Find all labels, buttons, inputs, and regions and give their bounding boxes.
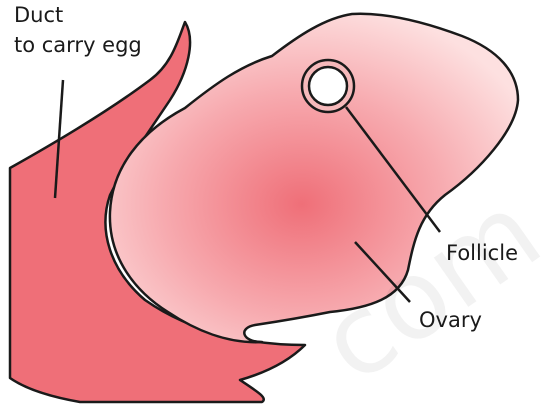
duct-label-line1: Duct xyxy=(14,0,142,30)
follicle-inner xyxy=(309,67,347,105)
follicle-label: Follicle xyxy=(446,238,518,268)
ovary-label: Ovary xyxy=(419,305,482,335)
duct-label-line2: to carry egg xyxy=(14,30,142,60)
duct-label: Duct to carry egg xyxy=(14,0,142,61)
